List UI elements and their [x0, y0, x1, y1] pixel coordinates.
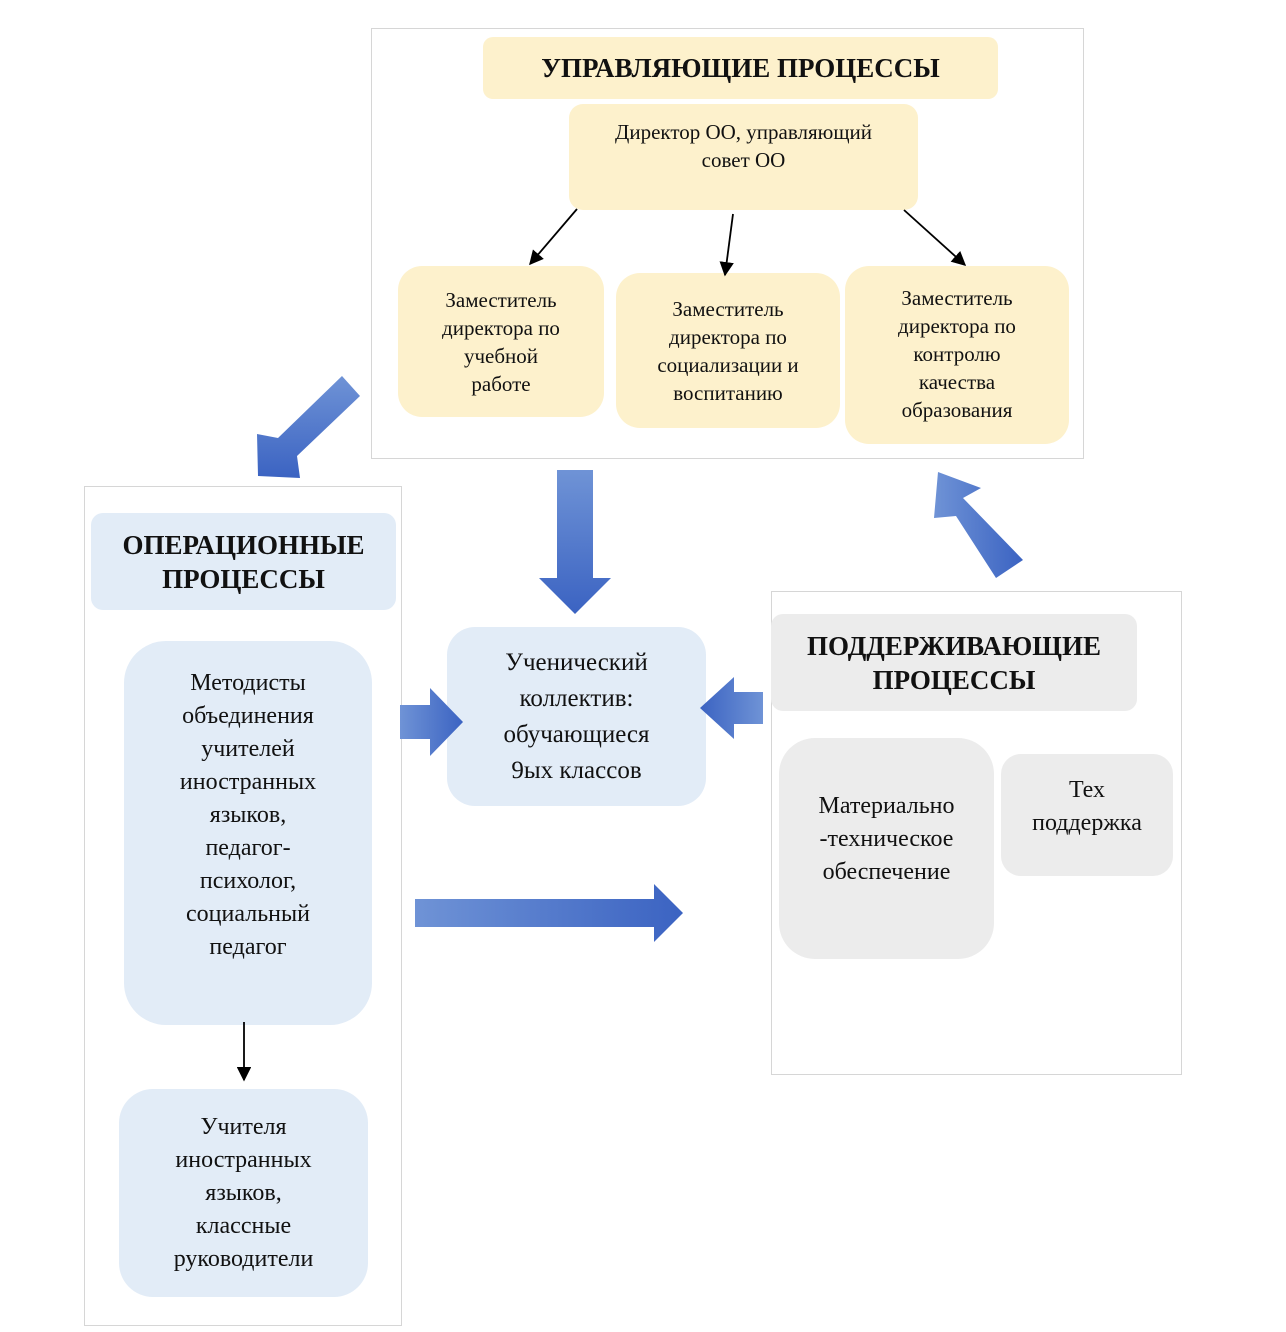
deputy-study-box: Заместитель директора по учебной работе: [398, 266, 604, 417]
teachers-box: Учителя иностранных языков, классные рук…: [119, 1089, 368, 1297]
arrow-support-to-students: [700, 677, 763, 739]
arrow-operational-to-support: [415, 884, 683, 942]
methodists-box: Методисты объединения учителей иностранн…: [124, 641, 372, 1025]
arrow-operational-to-students: [400, 688, 463, 756]
students-box: Ученический коллектив: обучающиеся 9ых к…: [447, 627, 706, 806]
material-box: Материально -техническое обеспечение: [779, 738, 994, 959]
connector-director-study: [529, 208, 578, 266]
connector-director-social: [719, 213, 734, 277]
director-box: Директор ОО, управляющий совет ОО: [569, 104, 918, 210]
arrow-management-to-operational: [257, 376, 360, 478]
arrow-support-to-management: [934, 472, 1023, 578]
tech-support-box: Тех поддержка: [1001, 754, 1173, 876]
support-title: ПОДДЕРЖИВАЮЩИЕ ПРОЦЕССЫ: [771, 614, 1137, 711]
management-title: УПРАВЛЯЮЩИЕ ПРОЦЕССЫ: [483, 37, 998, 99]
operational-title: ОПЕРАЦИОННЫЕ ПРОЦЕССЫ: [91, 513, 396, 610]
deputy-quality-box: Заместитель директора по контролю качест…: [845, 266, 1069, 444]
arrow-management-to-students: [539, 470, 611, 614]
connector-director-quality: [903, 209, 967, 266]
deputy-social-box: Заместитель директора по социализации и …: [616, 273, 840, 428]
